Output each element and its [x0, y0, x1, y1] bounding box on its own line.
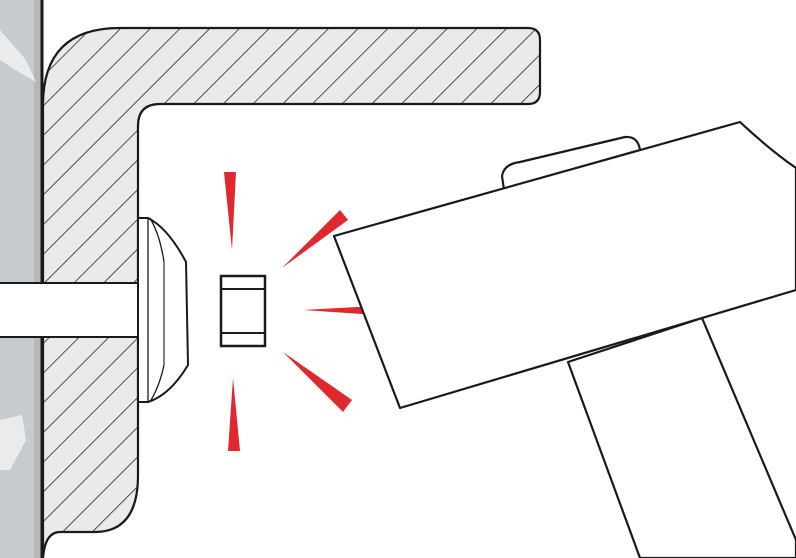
wall-highlight-bottom: [0, 415, 26, 470]
cone-washer: [137, 217, 190, 403]
hatched-bracket: [41, 26, 542, 558]
wall-highlight-top: [0, 30, 36, 82]
mallet: [332, 120, 796, 558]
impact-mark-top: [224, 172, 236, 250]
mallet-head-top-rib: [500, 135, 642, 192]
impact-mark-lower-right: [283, 352, 352, 412]
wall-panel: [0, 0, 44, 558]
impact-mark-bottom: [228, 378, 240, 451]
rod: [0, 282, 150, 338]
mallet-head: [332, 120, 796, 410]
mallet-handle: [566, 316, 796, 558]
cap-nut: [219, 274, 267, 348]
impact-mark-upper-right: [282, 210, 348, 268]
impact-marks: [224, 172, 393, 451]
